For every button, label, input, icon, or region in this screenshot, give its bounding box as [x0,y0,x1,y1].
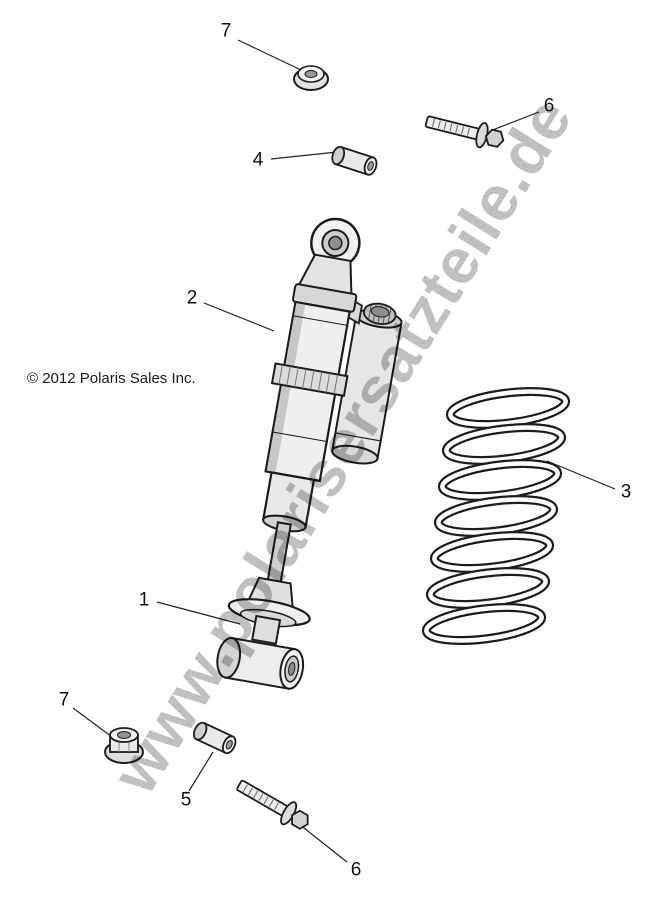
coil-spring [421,387,571,645]
shock-reservoir [331,302,403,465]
flange-nut-bottom [104,727,144,764]
spring-clamp [270,362,349,398]
leader-lines [72,39,616,863]
spring-coil [429,531,555,573]
spring-coil [433,495,559,537]
hex-flange-bolt-top [424,115,505,149]
spring-coil [441,423,567,465]
leader-line-7-bottom [72,707,117,741]
spacer-top [331,145,378,176]
spring-coil [445,387,571,429]
spacer-bottom [193,721,237,755]
callout-2: 2 [186,287,198,309]
leader-line-6-bottom [298,823,348,863]
leader-line-6-top [489,111,540,132]
callout-7-top: 7 [220,20,232,42]
callout-6-top: 6 [543,95,555,117]
leader-line-5 [188,751,214,792]
callout-4: 4 [252,149,264,171]
shock-bushing [216,636,305,690]
reservoir-adjuster [362,302,397,325]
leader-line-1 [156,601,241,625]
callout-5: 5 [180,789,192,811]
spring-coil [425,567,551,609]
copyright-text: © 2012 Polaris Sales Inc. [27,370,196,387]
spring-coil [437,459,563,501]
callout-1: 1 [138,589,150,611]
leader-line-4 [270,151,338,160]
leader-line-2 [203,302,275,332]
callout-7-bottom: 7 [58,689,70,711]
hex-flange-bolt-bottom [236,779,309,830]
leader-line-7-top [237,39,302,71]
shock-shaft [266,521,292,583]
callout-6-bottom: 6 [350,859,362,881]
leader-line-3 [546,460,616,490]
shock-absorber [216,217,403,690]
callout-3: 3 [620,481,632,503]
flange-screw-top [293,65,329,91]
shock-top-eyelet [310,217,361,269]
spring-coil [421,603,547,645]
shock-clevis [251,614,282,645]
